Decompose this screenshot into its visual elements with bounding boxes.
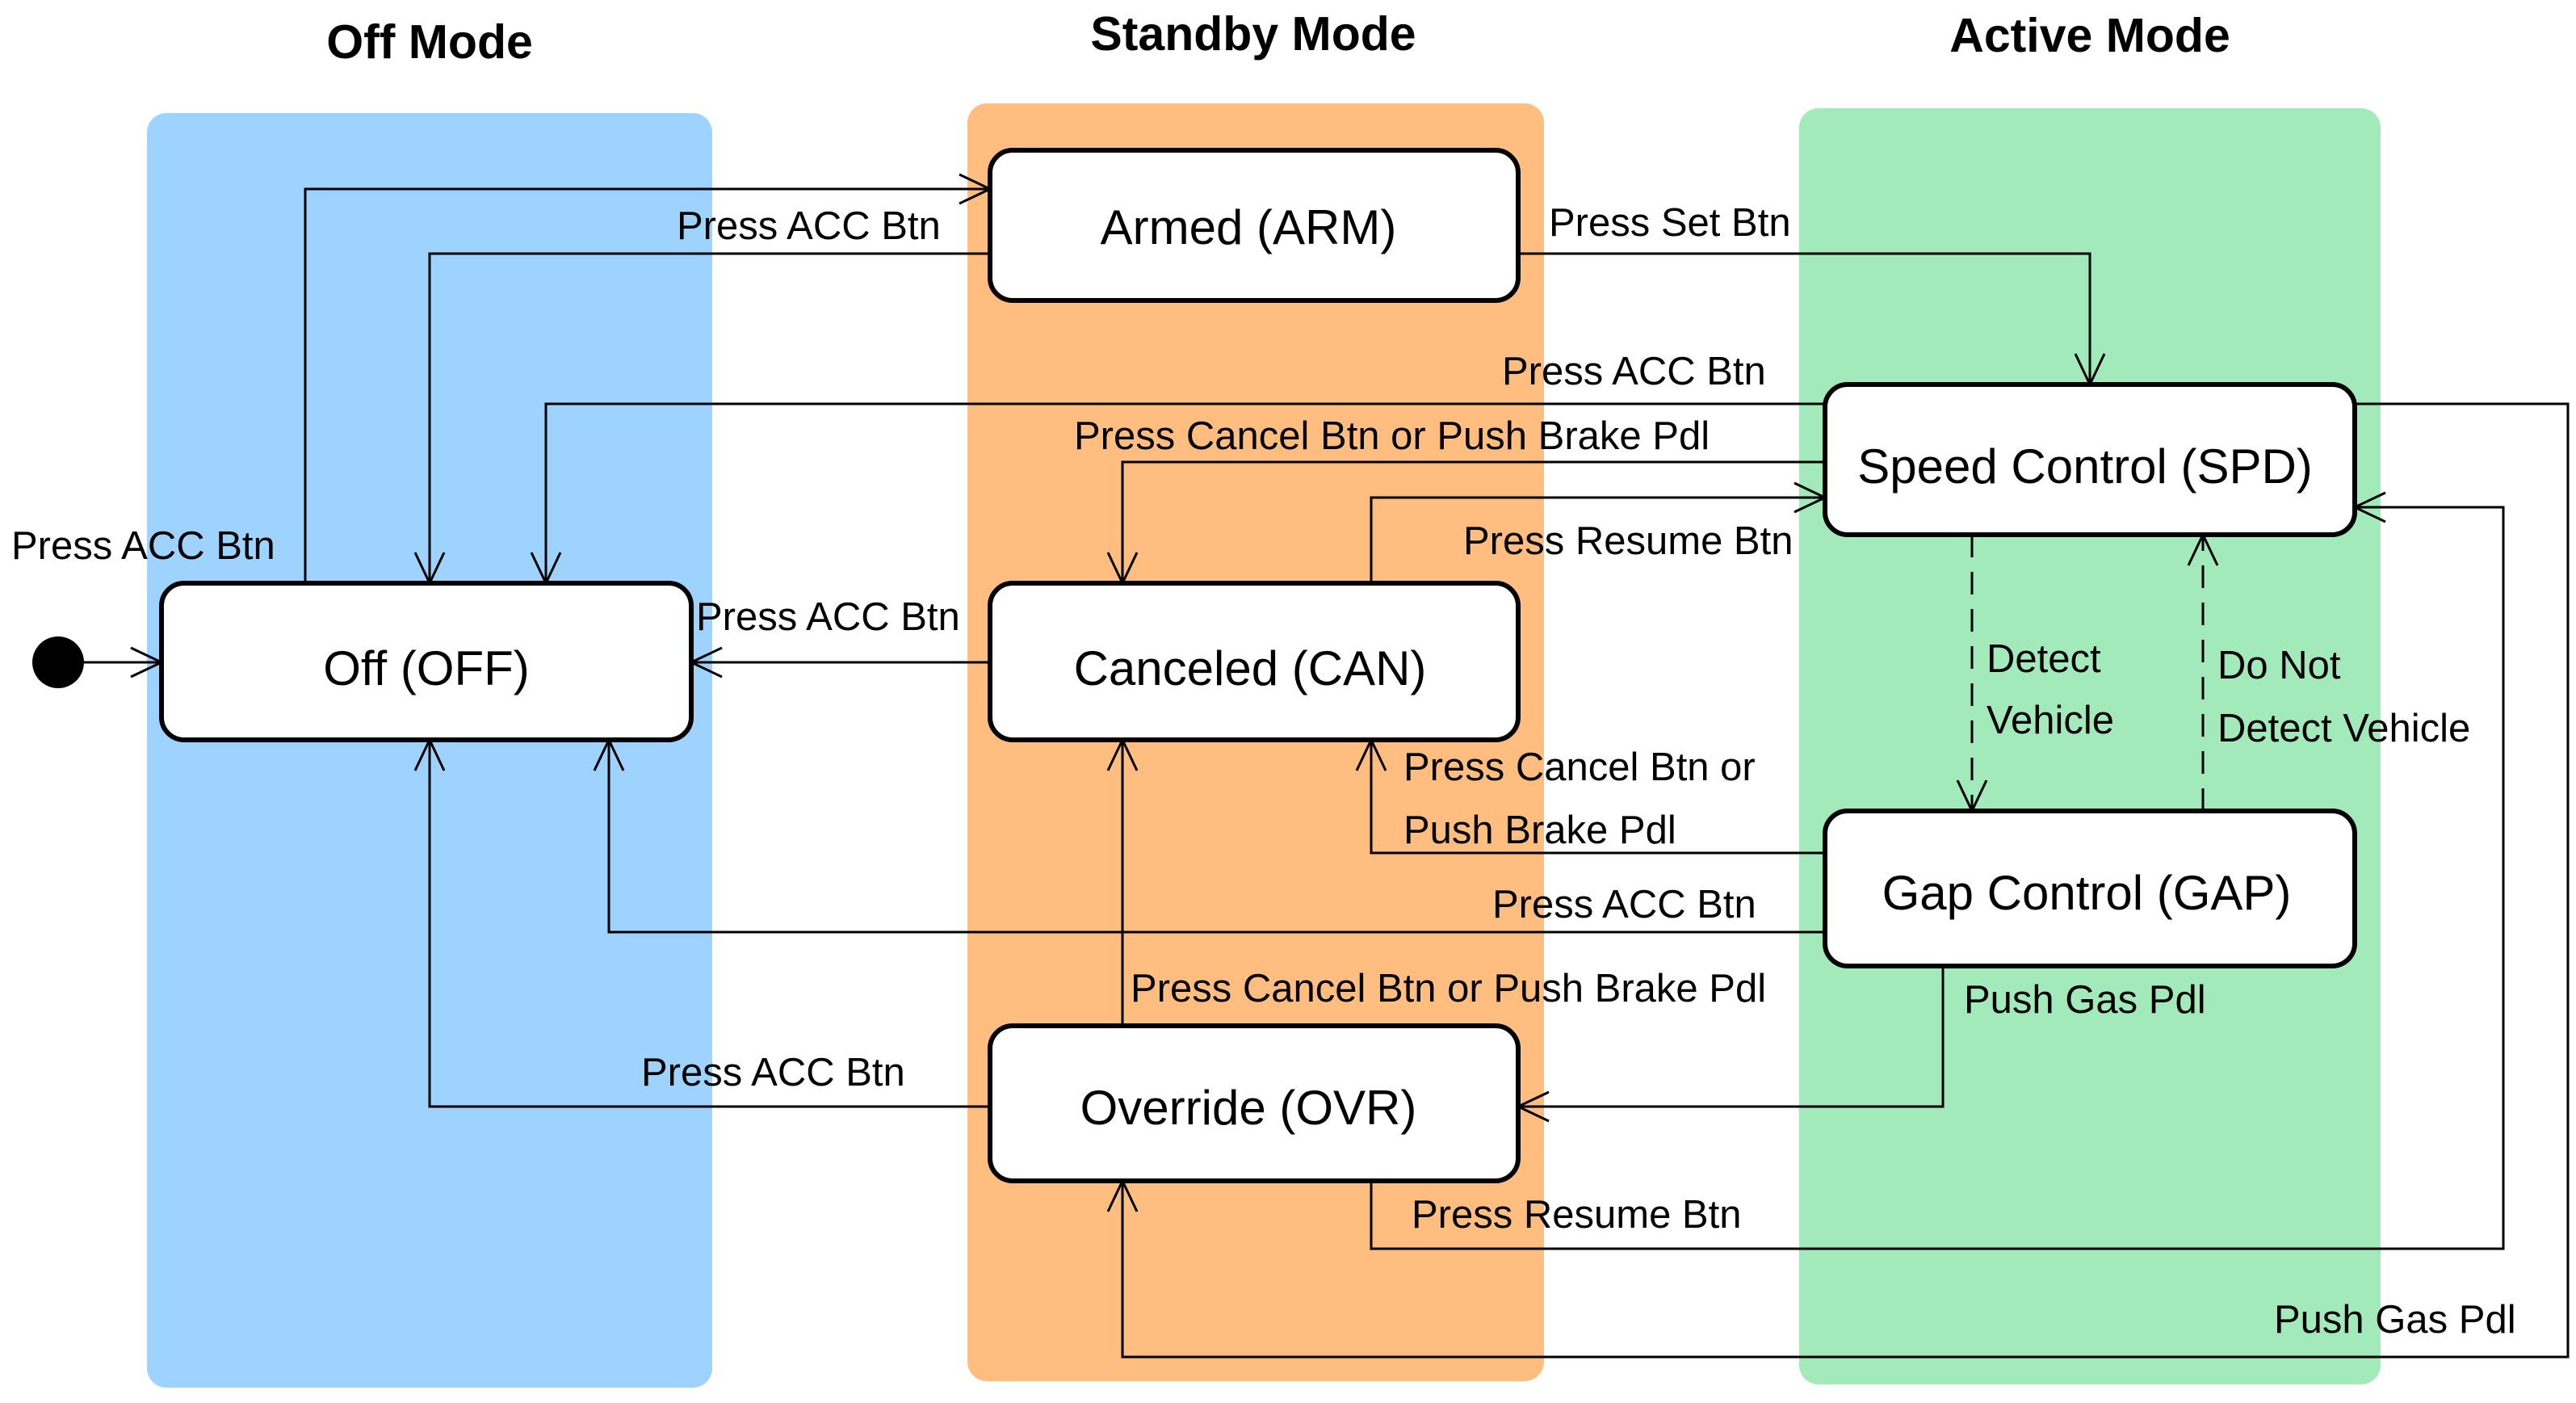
edge-arm-to-spd — [1518, 252, 2106, 388]
edge-spd-to-can — [1106, 460, 1825, 586]
label-gap-to-can-1: Press Cancel Btn or — [1403, 746, 1756, 789]
label-no-detect-2: Detect Vehicle — [2217, 707, 2470, 750]
state-gap-label: Gap Control (GAP) — [1882, 866, 2292, 920]
edge-spd-to-ovr — [1106, 402, 2570, 1359]
lane-title-active: Active Mode — [1949, 9, 2230, 62]
state-gap[interactable]: Gap Control (GAP) — [1823, 809, 2357, 968]
label-spd-to-ovr: Push Gas Pdl — [2274, 1298, 2516, 1342]
state-spd-label: Speed Control (SPD) — [1857, 439, 2313, 494]
label-arm-to-spd: Press Set Btn — [1549, 201, 1791, 245]
edge-ovr-to-spd — [1370, 491, 2505, 1250]
lane-title-off: Off Mode — [326, 15, 533, 69]
label-spd-to-can: Press Cancel Btn or Push Brake Pdl — [1074, 414, 1710, 458]
label-detect-1: Detect — [1987, 637, 2101, 681]
label-can-to-spd: Press Resume Btn — [1463, 519, 1794, 563]
edge-spd-to-off — [530, 402, 1825, 586]
label-init-press-acc: Press ACC Btn — [11, 524, 275, 568]
transitions — [84, 173, 2570, 1359]
label-arm-to-off: Press ACC Btn — [677, 204, 941, 248]
edge-arm-to-off — [413, 252, 990, 586]
edge-gap-to-ovr — [1515, 966, 1945, 1123]
edge-ovr-to-off — [413, 737, 990, 1108]
label-ovr-to-spd: Press Resume Btn — [1412, 1193, 1742, 1237]
edge-can-to-spd — [1370, 481, 1828, 583]
label-no-detect-1: Do Not — [2217, 644, 2341, 687]
transition-labels: Press ACC Btn Press ACC Btn Press Set Bt… — [11, 201, 2516, 1342]
state-ovr-label: Override (OVR) — [1080, 1081, 1417, 1135]
label-gap-to-ovr: Push Gas Pdl — [1964, 978, 2206, 1022]
label-can-to-off: Press ACC Btn — [696, 595, 960, 639]
state-ovr[interactable]: Override (OVR) — [988, 1023, 1521, 1183]
label-ovr-to-can: Press Cancel Btn or Push Brake Pdl — [1131, 967, 1766, 1010]
edge-gap-to-can — [1355, 737, 1825, 855]
state-arm-label: Armed (ARM) — [1101, 200, 1397, 254]
label-spd-to-off: Press ACC Btn — [1502, 350, 1766, 393]
initial-state-dot — [32, 636, 84, 688]
label-ovr-to-off: Press ACC Btn — [641, 1051, 905, 1094]
label-gap-to-off: Press ACC Btn — [1492, 883, 1756, 926]
state-can-label: Canceled (CAN) — [1074, 641, 1427, 695]
lane-title-standby: Standby Mode — [1090, 7, 1416, 61]
label-detect-2: Vehicle — [1987, 699, 2114, 742]
label-gap-to-can-2: Push Brake Pdl — [1403, 809, 1676, 852]
edge-off-to-arm — [304, 173, 993, 583]
state-spd[interactable]: Speed Control (SPD) — [1823, 382, 2357, 537]
edge-gap-to-off — [593, 737, 1825, 934]
state-off-label: Off (OFF) — [323, 641, 530, 695]
state-arm[interactable]: Armed (ARM) — [988, 148, 1521, 303]
state-off[interactable]: Off (OFF) — [159, 581, 694, 742]
state-can[interactable]: Canceled (CAN) — [988, 581, 1521, 742]
